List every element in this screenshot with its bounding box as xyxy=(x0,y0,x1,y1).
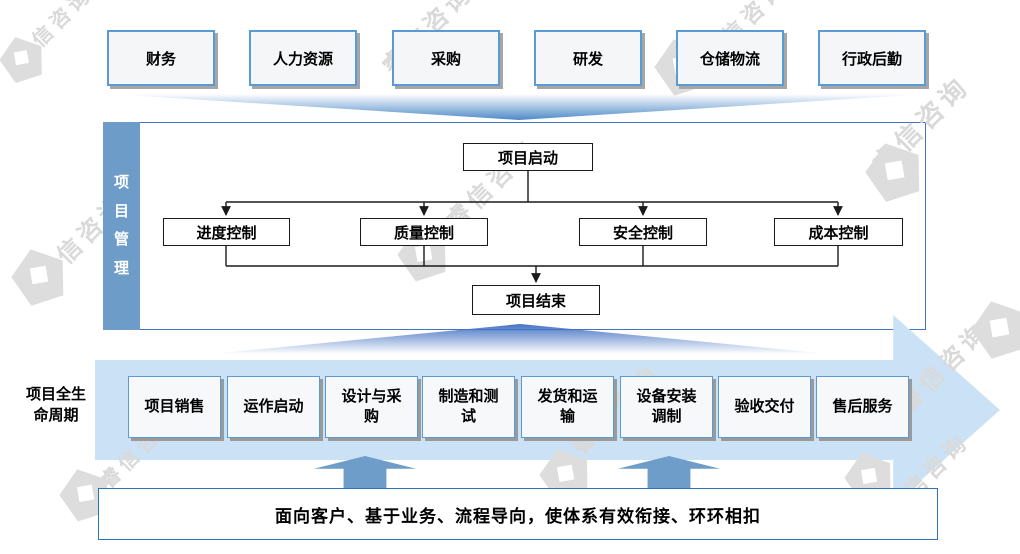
watermark-logo-hole xyxy=(14,50,29,65)
watermark-logo-hole xyxy=(990,318,1009,337)
flow-box-project-start: 项目启动 xyxy=(463,143,593,171)
dept-box-hr: 人力资源 xyxy=(249,30,357,86)
flow-box-safety-control: 安全控制 xyxy=(579,218,707,246)
stage-box-shipping-transport: 发货和运输 xyxy=(521,376,614,438)
dept-box-rnd: 研发 xyxy=(534,30,642,86)
watermark-logo-icon xyxy=(0,30,50,85)
slogan-box: 面向客户、基于业务、流程导向，使体系有效衔接、环环相扣 xyxy=(98,488,938,540)
flow-box-cost-control: 成本控制 xyxy=(774,218,903,246)
chevron-down-connector xyxy=(110,94,928,120)
watermark-logo-icon xyxy=(5,241,73,309)
dept-box-finance: 财务 xyxy=(107,30,215,86)
up-arrow-connector xyxy=(618,456,720,488)
watermark-logo-hole xyxy=(30,266,49,285)
dept-box-admin: 行政后勤 xyxy=(818,30,926,86)
up-arrow-connector xyxy=(314,456,416,488)
watermark-text: 睿信咨询 xyxy=(10,0,97,70)
dept-box-logistics: 仓储物流 xyxy=(676,30,784,86)
stage-box-project-sales: 项目销售 xyxy=(128,376,221,438)
stage-box-after-sales: 售后服务 xyxy=(816,376,909,438)
slogan-text: 面向客户、基于业务、流程导向，使体系有效衔接、环环相扣 xyxy=(275,506,761,526)
watermark-logo-hole xyxy=(556,464,573,481)
stage-box-manufacture-test: 制造和测试 xyxy=(422,376,515,438)
watermark-logo-hole xyxy=(861,468,878,485)
lifecycle-label: 项目全生命周期 xyxy=(25,386,86,424)
dept-box-purchasing: 采购 xyxy=(392,30,500,86)
stage-box-operation-start: 运作启动 xyxy=(227,376,320,438)
flow-box-schedule-control: 进度控制 xyxy=(163,218,290,246)
flow-box-quality-control: 质量控制 xyxy=(360,218,488,246)
watermark-logo-icon xyxy=(965,293,1020,362)
project-management-sidebar: 项目管理 xyxy=(103,122,140,330)
stage-box-design-procurement: 设计与采购 xyxy=(325,376,418,438)
project-management-label: 项目管理 xyxy=(113,174,129,277)
stage-box-acceptance-delivery: 验收交付 xyxy=(718,376,811,438)
watermark-logo-hole xyxy=(76,484,93,501)
stage-box-install-commission: 设备安装调制 xyxy=(620,376,713,438)
flow-box-project-end: 项目结束 xyxy=(472,285,600,315)
